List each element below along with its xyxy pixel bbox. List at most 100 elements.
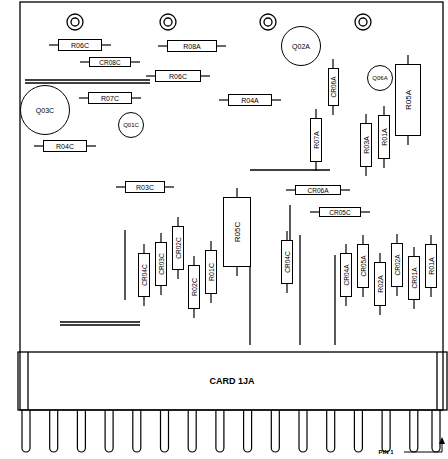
component-lead (286, 231, 287, 240)
component-symbol: R07A (310, 118, 322, 162)
component-symbol: CR04A (340, 253, 352, 297)
part-designator: R01A (428, 257, 435, 275)
card-outline (20, 2, 443, 410)
component-lead (413, 300, 414, 309)
part-designator: R06C (71, 42, 89, 49)
component-symbol: CR06A (328, 68, 339, 106)
component-lead (143, 244, 144, 253)
transistor-symbol: Q01C (118, 112, 144, 138)
part-designator: CR04A (343, 265, 350, 286)
component-lead (365, 167, 366, 176)
component-lead (310, 211, 319, 212)
component-lead (165, 186, 174, 187)
component-lead (143, 297, 144, 306)
component-symbol: R03C (125, 181, 165, 193)
component-symbol: CR05A (357, 244, 369, 288)
component-lead (413, 247, 414, 256)
component-lead (116, 186, 125, 187)
component-symbol: CR05C (319, 207, 361, 217)
part-designator: CR02A (394, 255, 401, 276)
part-designator: R05A (404, 90, 413, 110)
text-label: PIN 1 (377, 448, 394, 456)
component-symbol: R01A (425, 244, 437, 288)
part-designator: R07C (101, 95, 119, 102)
jumper-wire (334, 255, 335, 345)
component-symbol: R03A (360, 123, 372, 167)
part-designator: R01C (208, 263, 215, 281)
component-lead (177, 217, 178, 226)
component-lead (102, 44, 111, 45)
component-lead (407, 136, 408, 145)
mounting-hole (260, 14, 276, 30)
component-lead (396, 234, 397, 243)
part-designator: R08A (183, 43, 201, 50)
component-symbol: R06C (155, 70, 201, 82)
part-designator: Q02A (292, 43, 310, 50)
part-designator: R02C (191, 278, 198, 296)
component-lead (219, 99, 228, 100)
part-designator: R07A (313, 131, 320, 149)
component-symbol: R02C (188, 265, 200, 309)
component-lead (332, 59, 333, 68)
part-designator: R01A (381, 128, 388, 146)
component-lead (345, 297, 346, 306)
part-designator: CR06A (308, 187, 329, 194)
component-symbol: CR01A (408, 256, 420, 300)
component-lead (430, 288, 431, 297)
component-lead (315, 109, 316, 118)
part-designator: CR04C (284, 251, 291, 272)
part-designator: Q06A (372, 75, 387, 81)
component-symbol: R04C (43, 140, 87, 152)
transistor-symbol: Q06A (367, 65, 393, 91)
transistor-symbol: Q03C (20, 85, 70, 135)
component-symbol: CR06A (295, 185, 341, 195)
connector-pins (22, 410, 440, 452)
component-lead (158, 45, 167, 46)
part-designator: CR08C (99, 59, 120, 66)
component-symbol: CR03C (155, 242, 167, 286)
label-text: PIN 1 (378, 449, 393, 455)
mounting-hole (355, 14, 371, 30)
component-lead (146, 75, 155, 76)
part-designator: R02A (377, 275, 384, 293)
part-designator: CR01A (411, 268, 418, 289)
jumper-wire (60, 321, 140, 322)
component-symbol: R06C (58, 39, 102, 51)
component-lead (396, 287, 397, 296)
component-lead (160, 233, 161, 242)
component-lead (160, 286, 161, 295)
leader-arrowhead (439, 437, 445, 444)
component-lead (362, 288, 363, 297)
component-symbol: R02A (374, 262, 386, 306)
component-symbol: CR08C (89, 57, 131, 67)
component-lead (272, 99, 281, 100)
component-lead (286, 189, 295, 190)
part-designator: Q03C (36, 107, 54, 114)
component-lead (236, 267, 237, 276)
part-designator: CR02C (175, 237, 182, 258)
part-designator: CR03C (158, 253, 165, 274)
component-lead (201, 75, 210, 76)
component-lead (379, 306, 380, 315)
component-lead (379, 253, 380, 262)
part-designator: CR06A (330, 77, 337, 98)
component-lead (34, 145, 43, 146)
leader-line (404, 440, 442, 452)
component-lead (131, 61, 140, 62)
component-lead (49, 44, 58, 45)
part-designator: R03A (363, 136, 370, 154)
mounting-hole (160, 14, 176, 30)
part-designator: CR04C (141, 264, 148, 285)
component-lead (362, 235, 363, 244)
component-lead (193, 309, 194, 318)
component-lead (79, 97, 88, 98)
component-lead (361, 211, 370, 212)
component-lead (286, 284, 287, 293)
part-designator: R06C (169, 73, 187, 80)
component-lead (177, 270, 178, 279)
component-symbol: R07C (88, 92, 132, 104)
component-lead (87, 145, 96, 146)
component-lead (193, 256, 194, 265)
component-symbol: R04A (228, 94, 272, 106)
